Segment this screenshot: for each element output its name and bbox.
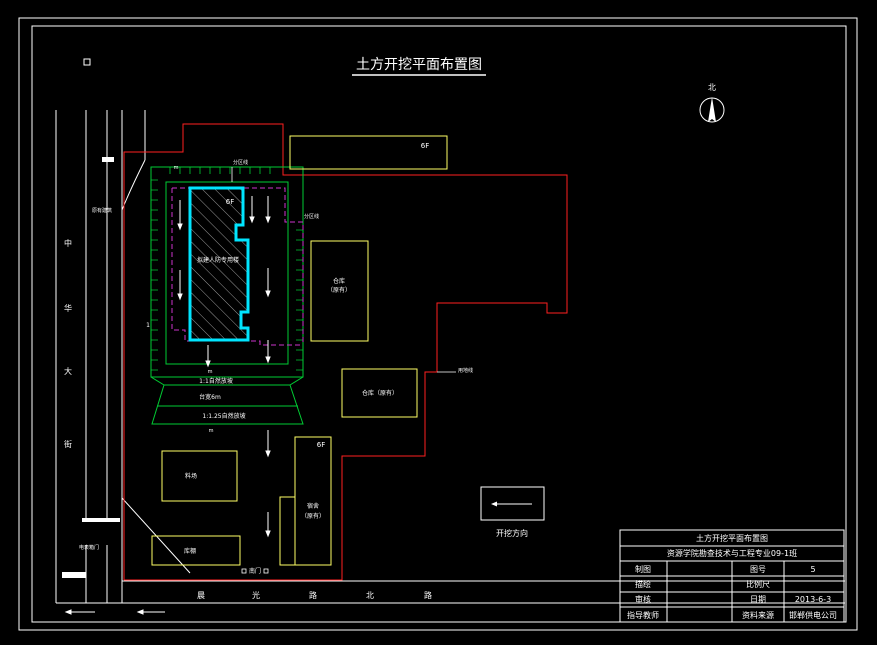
outer-frame (18, 17, 858, 631)
planned-building (188, 186, 250, 342)
gate-post (263, 568, 269, 574)
gate-marker-mid (82, 518, 120, 522)
title-block-cell: 比例尺 (746, 579, 770, 589)
title-block-cell: 2013-6-3 (795, 595, 831, 604)
main-building-label: 拟建人防专用楼 (197, 256, 239, 264)
title-block-cell: 日期 (750, 595, 766, 604)
dormitory-label: 宿舍 (307, 502, 319, 510)
warehouse-1-note: （原有） (327, 286, 351, 294)
mark-m: m (208, 369, 213, 375)
title-block-cell: 描绘 (635, 579, 651, 589)
title-block-cell: 邯郸供电公司 (789, 610, 837, 620)
title-block-cell: 图号 (750, 565, 766, 574)
street-bottom-char: 北 (366, 591, 374, 600)
warehouse-2 (341, 368, 418, 418)
title-block-cell: 5 (810, 565, 815, 574)
legend-arrow-icon (491, 501, 497, 507)
mark-m: m (174, 165, 179, 171)
processing-shed (151, 535, 241, 566)
platform-label: 台宽6m (199, 393, 221, 401)
processing-shed-label: 库棚 (184, 547, 196, 555)
warehouse-2-label: 仓库（原有） (362, 389, 398, 397)
title-block-title: 土方开挖平面布置图 (696, 533, 768, 543)
street-arrows (64, 609, 165, 615)
site-boundary-line (123, 123, 568, 581)
street-bottom-char: 晨 (197, 591, 205, 600)
existing-building-north (289, 135, 448, 170)
dormitory (294, 436, 332, 566)
street-bottom-char: 路 (424, 590, 432, 600)
slope-1-label: 1:1自然放坡 (199, 377, 233, 385)
zone-divider-line-right (172, 187, 304, 345)
mark-m: m (209, 428, 214, 434)
gate-marker-top (102, 157, 114, 162)
warehouse-1-label: 仓库 (333, 277, 345, 285)
gate-marker-bottom (62, 572, 86, 578)
excavation-direction-arrows (177, 196, 271, 538)
title-block-grid (619, 529, 845, 623)
excavation-slope-ticks (151, 167, 303, 371)
material-yard (161, 450, 238, 502)
corner-marker (83, 58, 91, 66)
street-bottom-char: 光 (252, 590, 260, 600)
dormitory-wing (279, 496, 295, 566)
title-block-cell: 审核 (635, 594, 651, 604)
main-building-floors: 6F (226, 198, 234, 206)
warehouse-1 (310, 240, 369, 342)
material-yard-label: 料场 (185, 472, 197, 480)
boundary-line-label: 用地线 (458, 367, 473, 374)
inner-frame (31, 25, 847, 623)
slope-2-label: 1:1.25自然放坡 (202, 412, 245, 420)
street-left-char: 中 (64, 238, 72, 248)
north-label: 北 (708, 83, 716, 92)
north-building-floors: 6F (421, 142, 429, 150)
divider-line-label-1: 分区线 (233, 159, 248, 166)
title-block-cell: 资料来源 (742, 610, 774, 620)
mark-1: 1 (146, 322, 150, 329)
drawing-title: 土方开挖平面布置图 (356, 57, 482, 73)
zone-divider-line (171, 188, 303, 346)
street-lines (55, 110, 845, 604)
title-block-subtitle: 资源学院勘查技术与工程专业09-1班 (667, 548, 797, 558)
gate-post (241, 568, 247, 574)
north-arrow-pointer (708, 97, 716, 122)
south-gate-label: 南门 (249, 567, 261, 575)
street-left-char: 华 (64, 303, 72, 313)
divider-line-label-2: 分区线 (304, 213, 319, 220)
title-block-cell: 指导教师 (627, 610, 659, 620)
title-block-cell: 制图 (635, 564, 651, 574)
left-line-label: 原有建筑 (92, 207, 112, 214)
legend-label: 开挖方向 (496, 528, 528, 538)
left-bottom-label: 电表箱门 (79, 544, 99, 551)
street-left-char: 大 (64, 366, 72, 376)
dormitory-floors: 6F (317, 441, 325, 449)
street-left-char: 街 (64, 439, 72, 449)
excavation-outline (150, 166, 304, 425)
street-bottom-char: 路 (309, 590, 317, 600)
legend-box (480, 486, 545, 521)
dormitory-note: （原有） (301, 512, 325, 520)
